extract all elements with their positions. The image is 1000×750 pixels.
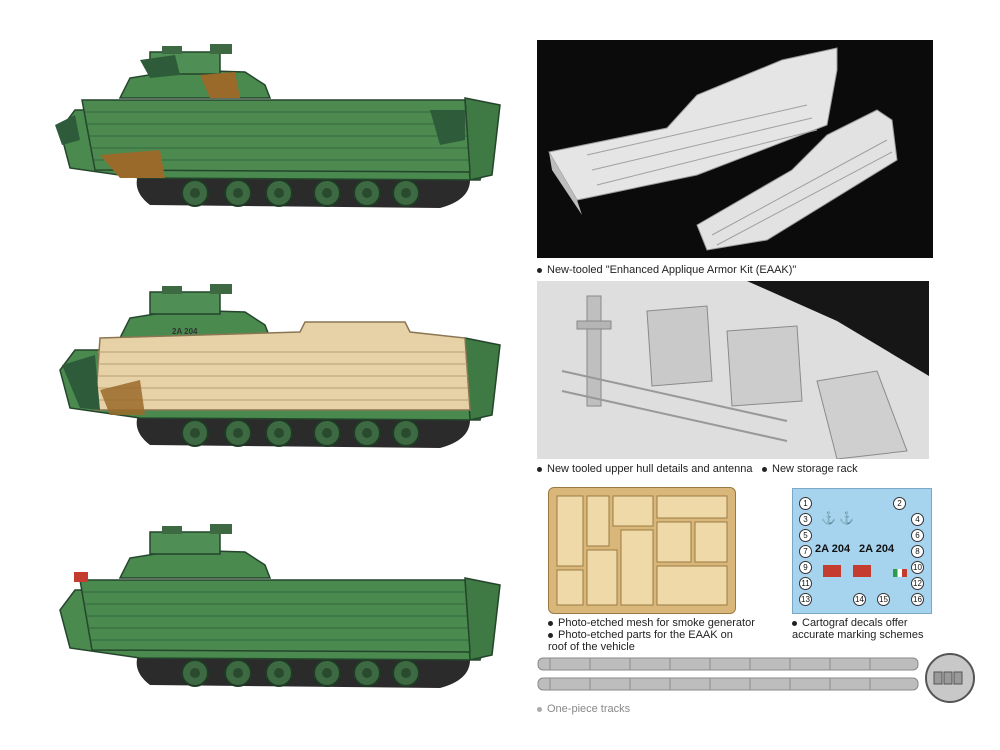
decal-number-16: 16 <box>911 593 924 606</box>
decal-number-9: 9 <box>799 561 812 574</box>
decal-flag <box>893 569 907 577</box>
decal-number-6: 6 <box>911 529 924 542</box>
decal-hull-code-2: 2A 204 <box>859 543 895 555</box>
caption-storage-rack: New storage rack <box>762 463 858 475</box>
vehicle-2: 2A 204 <box>59 283 501 449</box>
armor-kit-render <box>537 40 933 258</box>
decal-number-5: 5 <box>799 529 812 542</box>
decal-number-11: 11 <box>799 577 812 590</box>
decal-number-10: 10 <box>911 561 924 574</box>
decal-number-13: 13 <box>799 593 812 606</box>
decal-flag <box>823 565 841 577</box>
caption-pe-mesh: Photo-etched mesh for smoke generator <box>548 617 755 629</box>
decal-emblem: ⚓ <box>821 511 836 525</box>
decal-hull-code-1: 2A 204 <box>815 543 851 555</box>
track-render <box>537 653 975 703</box>
decal-flag <box>853 565 871 577</box>
vehicle-profiles: 2A 204 <box>55 43 501 689</box>
decal-number-12: 12 <box>911 577 924 590</box>
decal-sheet: 1 2 3 4 5 6 7 8 9 10 11 12 13 14 15 16 2… <box>792 488 932 614</box>
decal-number-8: 8 <box>911 545 924 558</box>
caption-armor-kit: New-tooled "Enhanced Applique Armor Kit … <box>537 264 796 276</box>
photo-etched-fret <box>548 487 736 614</box>
decal-number-1: 1 <box>799 497 812 510</box>
upper-hull-render <box>537 281 929 459</box>
decal-number-3: 3 <box>799 513 812 526</box>
decal-number-2: 2 <box>893 497 906 510</box>
vehicle-3 <box>59 523 501 689</box>
caption-pe-parts: Photo-etched parts for the EAAK on roof … <box>548 629 733 653</box>
caption-tracks: One-piece tracks <box>537 703 630 715</box>
decal-number-14: 14 <box>853 593 866 606</box>
vehicle-2-hull-number: 2A 204 <box>172 327 198 336</box>
caption-upper-hull: New tooled upper hull details and antenn… <box>537 463 752 475</box>
decal-emblem: ⚓ <box>839 511 854 525</box>
decal-number-15: 15 <box>877 593 890 606</box>
decal-number-4: 4 <box>911 513 924 526</box>
vehicle-1 <box>55 43 501 209</box>
caption-decals: Cartograf decals offer accurate marking … <box>792 617 924 641</box>
decal-number-7: 7 <box>799 545 812 558</box>
